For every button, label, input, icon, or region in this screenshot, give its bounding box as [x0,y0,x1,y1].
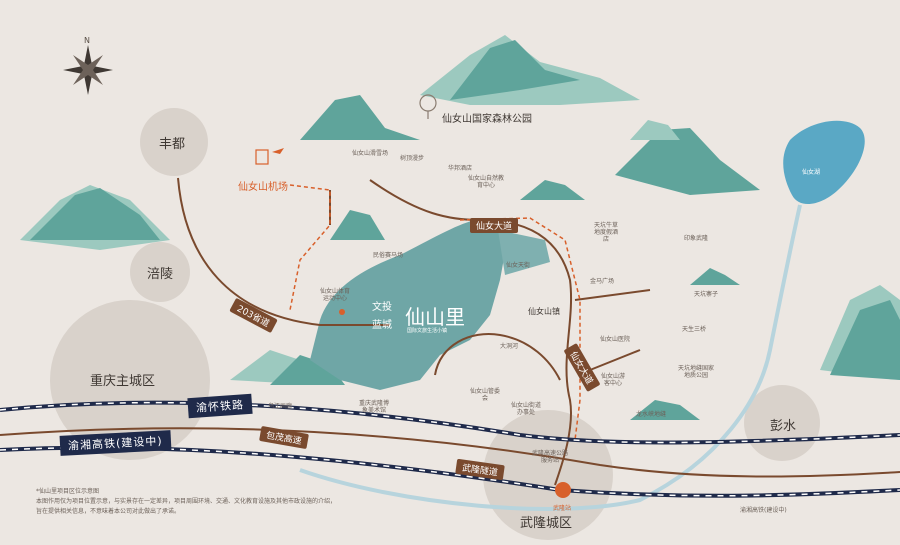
planned-routes [289,184,581,441]
compass-icon [63,45,113,95]
road-shangxiang: 仙女大道 [470,218,519,233]
disclaimer-line3: 旨在提供相关信息，不意味着本公司对此做出了承诺。 [36,508,181,515]
station-label: 武隆站 [553,505,572,512]
brand-wentou: 文投 [372,302,392,313]
bottom-road-label: 渝湘高铁(建设中) [740,507,787,514]
brand-lancheng: 蓝城 [372,320,392,331]
xiannv-tianjie-area [498,230,550,275]
poi-tiankeng-hotel: 天坑牛草地度假酒店 [593,222,618,243]
poi-impression: 印象武隆 [684,235,709,242]
mountains [20,35,900,420]
poi-tianjie: 仙女天街 [506,262,531,269]
city-wulong: 武隆城区 [520,516,573,531]
lake-label: 仙女湖 [802,169,821,176]
city-fengdu: 丰都 [159,137,186,152]
poi-sports: 仙女山体育运动中心 [319,288,350,302]
xiannv-lake [783,120,865,205]
station-icon [555,482,571,498]
poi-geopark: 天坑地缝国家地质公园 [677,365,714,379]
poi-jinma: 金马广场 [590,278,615,285]
city-chongqing: 重庆主城区 [90,374,156,389]
disclaimer-line2: 本图作用仅为项目位置示意，与实景存在一定差异，项目周围环境、交通、文化教育设施及… [36,498,337,505]
poi-ski: 仙女山滑雪场 [352,150,389,157]
poi-longshui: 龙水峡地缝 [636,411,667,418]
disclaimer-title: *仙山里项目区位示意图 [36,488,100,495]
poi-racecourse: 民俗赛马场 [373,252,404,259]
project-name: 仙山里 [405,305,465,329]
town-label: 仙女山镇 [528,307,560,316]
project-dot [339,309,345,315]
poi-dadonghe: 大洞河 [500,343,519,350]
tree-icon [419,94,437,119]
river [299,204,802,511]
city-pengshui: 彭水 [770,419,797,434]
project-area [310,220,510,390]
city-fuling: 涪陵 [147,267,174,282]
poi-three-bridges: 天生三桥 [682,326,707,333]
poi-museum: 重庆武隆博象美术馆 [358,400,389,414]
poi-hospital: 仙女山医院 [600,336,631,343]
poi-visitor: 仙女山游客中心 [600,373,625,387]
roads [0,177,900,486]
airport-label: 仙女山机场 [238,182,288,193]
poi-wujiang: 乌江画廊 [268,403,293,410]
airport-icon [255,148,284,165]
poi-service: 武隆高速公路服务站 [531,450,568,464]
project-subtitle: 国际文旅生活小镇 [407,328,448,334]
poi-admin: 仙女山管委会 [469,388,500,402]
fengdu-circle [140,108,208,176]
fuling-circle [130,242,190,302]
poi-huabang: 华邦酒店 [448,165,473,172]
poi-treetop: 树顶漫步 [400,155,425,162]
forest-park-label: 仙女山国家森林公园 [442,114,532,125]
chongqing-circle [50,300,210,460]
compass-north: N [84,36,90,45]
poi-nature-edu: 仙女山自然教育中心 [468,175,505,189]
poi-street-office: 仙女山街道办事处 [510,402,541,416]
poi-tiankeng-village: 天坑寨子 [694,291,719,298]
